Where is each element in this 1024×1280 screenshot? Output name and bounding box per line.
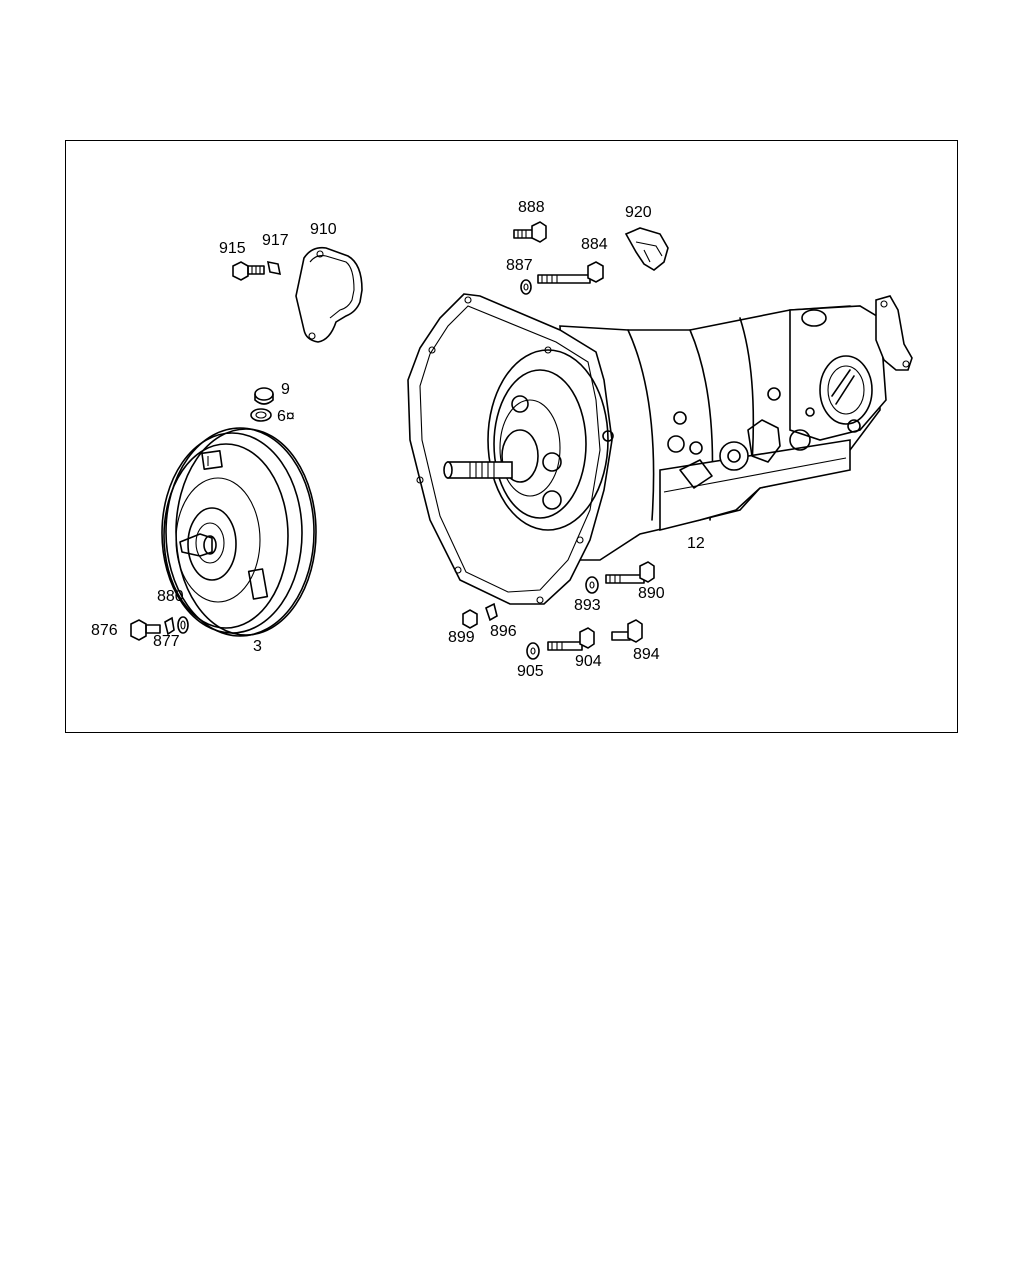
washer-905: [526, 642, 540, 660]
callout-894: 894: [633, 646, 660, 663]
diagram-frame: [65, 140, 958, 733]
callout-899: 899: [448, 629, 475, 646]
bolt-884: [537, 261, 604, 284]
washer-877: [164, 616, 175, 636]
callout-12: 12: [687, 535, 705, 552]
washer-893: [585, 576, 599, 594]
callout-917: 917: [262, 232, 289, 249]
callout-6: 6¤: [277, 408, 295, 425]
callout-876: 876: [91, 622, 118, 639]
nut-899: [462, 609, 478, 629]
callout-877: 877: [153, 633, 180, 650]
bolt-888: [513, 221, 547, 243]
callout-9: 9: [281, 381, 290, 398]
washer-880: [177, 616, 189, 634]
cover-plate: [295, 246, 363, 343]
callout-910: 910: [310, 221, 337, 238]
bolt-890: [605, 561, 655, 584]
bolt-915: [232, 261, 265, 281]
callout-887: 887: [506, 257, 533, 274]
washer-887: [520, 279, 532, 295]
bolt-904: [547, 627, 595, 651]
callout-896: 896: [490, 623, 517, 640]
callout-915: 915: [219, 240, 246, 257]
callout-904: 904: [575, 653, 602, 670]
callout-888: 888: [518, 199, 545, 216]
bolt-894: [611, 619, 643, 643]
plug-9: [254, 387, 274, 405]
callout-880: 880: [157, 588, 184, 605]
callout-920: 920: [625, 204, 652, 221]
torque-converter: [161, 427, 317, 637]
callout-893: 893: [574, 597, 601, 614]
callout-890: 890: [638, 585, 665, 602]
seal-6: [250, 408, 272, 422]
transmission-assembly: [407, 293, 913, 605]
clip-896: [485, 602, 498, 622]
clip-917: [266, 260, 282, 276]
sensor-920: [624, 227, 669, 271]
callout-884: 884: [581, 236, 608, 253]
callout-905: 905: [517, 663, 544, 680]
callout-3: 3: [253, 638, 262, 655]
bolt-876: [130, 619, 161, 641]
